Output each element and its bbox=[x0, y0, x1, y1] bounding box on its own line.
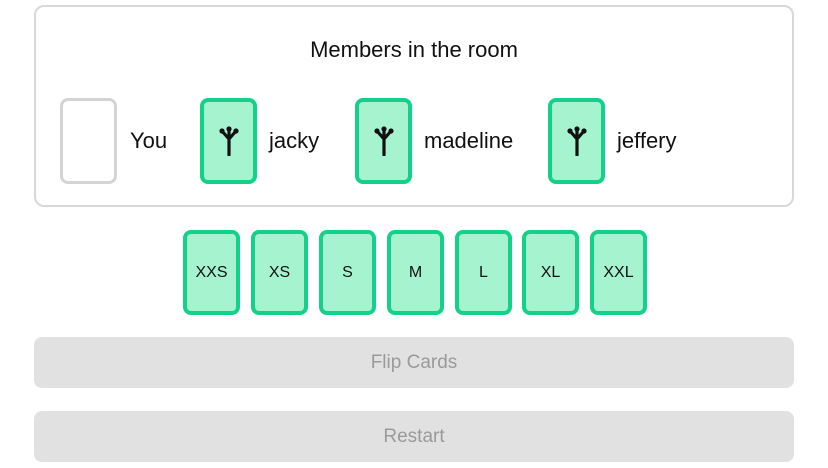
member-card-voted bbox=[355, 98, 412, 184]
flip-cards-button[interactable]: Flip Cards bbox=[34, 337, 794, 388]
restart-button[interactable]: Restart bbox=[34, 411, 794, 462]
vote-card-m[interactable]: M bbox=[387, 230, 444, 315]
vote-card-xxs[interactable]: XXS bbox=[183, 230, 240, 315]
members-panel: Members in the room You jacky madeline bbox=[34, 5, 794, 207]
vote-card-l[interactable]: L bbox=[455, 230, 512, 315]
branch-icon bbox=[218, 126, 239, 156]
member-card-voted bbox=[548, 98, 605, 184]
branch-icon bbox=[566, 126, 587, 156]
member-name: jeffery bbox=[617, 128, 677, 153]
member-jacky: jacky bbox=[200, 98, 319, 184]
member-card-empty bbox=[60, 98, 117, 184]
member-card-voted bbox=[200, 98, 257, 184]
member-jeffery: jeffery bbox=[548, 98, 677, 184]
members-title: Members in the room bbox=[310, 37, 518, 62]
member-name: You bbox=[130, 128, 168, 153]
member-name: madeline bbox=[424, 128, 514, 153]
member-madeline: madeline bbox=[355, 98, 513, 184]
vote-card-xl[interactable]: XL bbox=[522, 230, 579, 315]
vote-card-xxl[interactable]: XXL bbox=[590, 230, 647, 315]
member-name: jacky bbox=[269, 128, 320, 153]
branch-icon bbox=[373, 126, 394, 156]
vote-card-s[interactable]: S bbox=[319, 230, 376, 315]
member-you: You bbox=[60, 98, 167, 184]
vote-card-xs[interactable]: XS bbox=[251, 230, 308, 315]
